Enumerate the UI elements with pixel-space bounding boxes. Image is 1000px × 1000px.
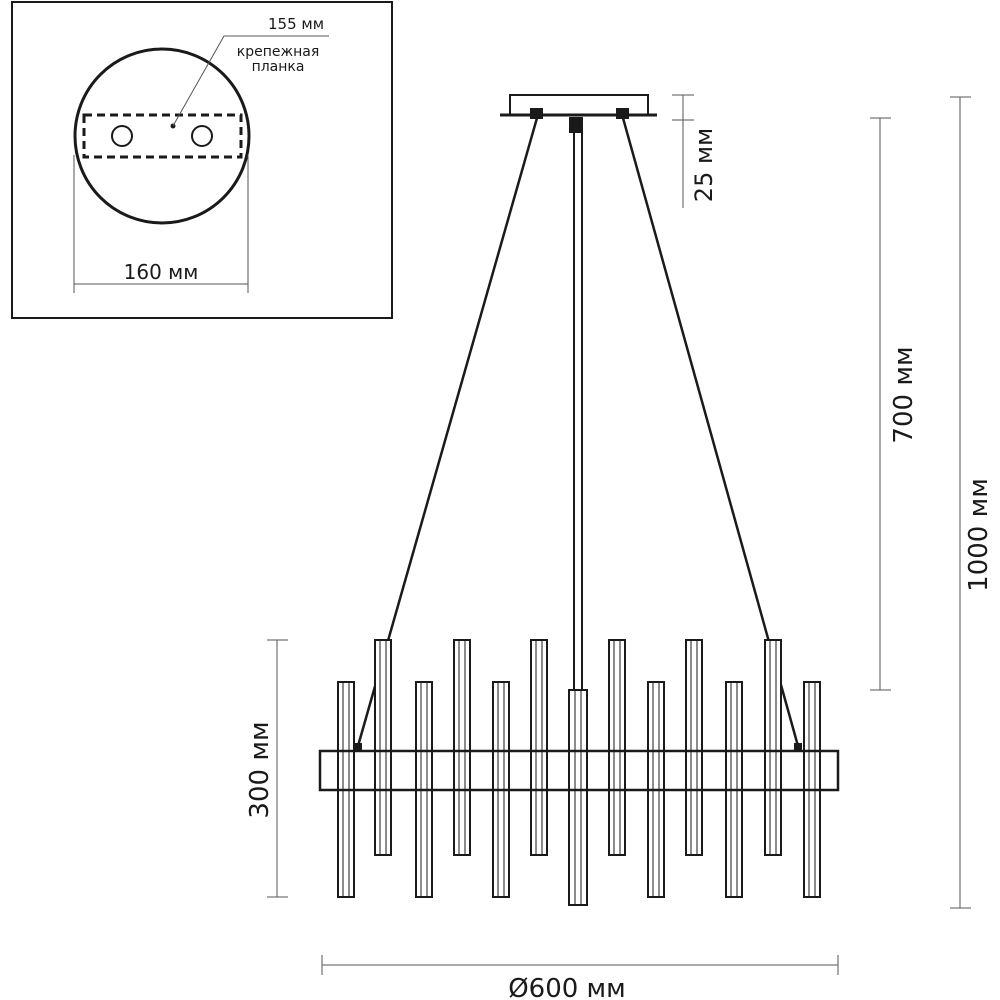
dim-total-height: 1000 мм — [950, 96, 994, 909]
crystal-rod — [568, 689, 588, 906]
inset-frame — [11, 1, 393, 319]
inset-diameter-label: 160 мм — [124, 260, 199, 284]
dim-canopy-height: 25 мм — [672, 94, 718, 208]
ring-frame — [318, 749, 840, 792]
canopy-circle — [73, 47, 251, 225]
crystal-rods — [337, 639, 821, 906]
screw-hole-right — [191, 125, 213, 147]
screw-hole-left — [111, 125, 133, 147]
crystal-rod — [685, 639, 703, 856]
mounting-plate — [82, 113, 243, 159]
svg-text:300 мм: 300 мм — [245, 721, 275, 818]
ceiling-canopy — [500, 94, 657, 133]
svg-text:700 мм: 700 мм — [889, 346, 919, 443]
crystal-rod — [453, 639, 471, 856]
crystal-rod — [608, 639, 626, 856]
crystal-rod — [374, 639, 392, 856]
plate-size-label: 155 мм — [268, 15, 324, 33]
dim-body-height: 300 мм — [245, 639, 288, 898]
svg-text:1000 мм: 1000 мм — [964, 478, 994, 592]
dim-diameter: Ø600 мм — [321, 955, 839, 1000]
crystal-rod — [764, 639, 782, 856]
central-rod — [573, 131, 583, 691]
mount-label-2: планка — [252, 59, 305, 75]
crystal-rod — [530, 639, 548, 856]
dim-cable-length: 700 мм — [870, 117, 919, 691]
leader-line — [172, 35, 329, 127]
svg-text:25 мм: 25 мм — [690, 128, 718, 202]
canopy-inset: 155 мм крепежная планка 160 мм — [11, 1, 393, 319]
svg-text:Ø600 мм: Ø600 мм — [508, 974, 626, 1000]
mount-label-1: крепежная — [237, 44, 320, 60]
